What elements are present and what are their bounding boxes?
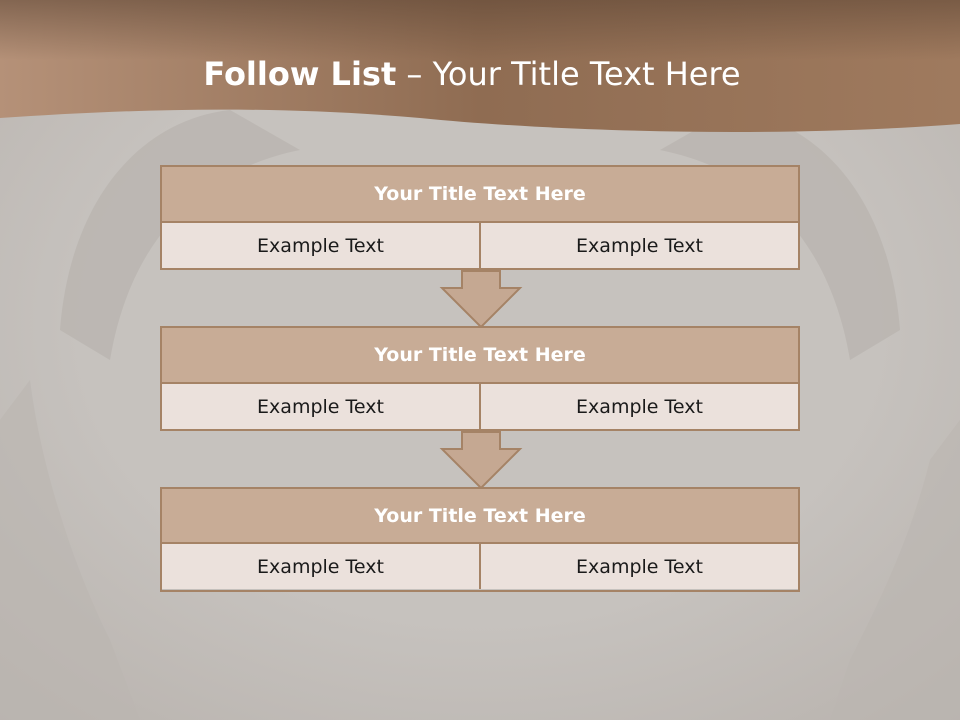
down-arrow-icon bbox=[439, 431, 523, 490]
title-bold: Follow List bbox=[203, 55, 397, 93]
block-title: Your Title Text Here bbox=[162, 167, 798, 223]
block-cell-left: Example Text bbox=[162, 544, 479, 589]
block-cell-left: Example Text bbox=[162, 223, 479, 268]
block-title: Your Title Text Here bbox=[162, 489, 798, 544]
down-arrow-icon bbox=[439, 270, 523, 329]
list-block-2: Your Title Text Here Example Text Exampl… bbox=[160, 326, 800, 431]
title-rest: – Your Title Text Here bbox=[396, 55, 741, 93]
block-row: Example Text Example Text bbox=[162, 384, 798, 429]
block-row: Example Text Example Text bbox=[162, 544, 798, 589]
block-cell-right: Example Text bbox=[479, 223, 798, 268]
block-title: Your Title Text Here bbox=[162, 328, 798, 384]
block-cell-right: Example Text bbox=[479, 544, 798, 589]
block-cell-right: Example Text bbox=[479, 384, 798, 429]
block-row: Example Text Example Text bbox=[162, 223, 798, 268]
list-block-1: Your Title Text Here Example Text Exampl… bbox=[160, 165, 800, 270]
block-cell-left: Example Text bbox=[162, 384, 479, 429]
list-block-3: Your Title Text Here Example Text Exampl… bbox=[160, 487, 800, 592]
slide-title: Follow List – Your Title Text Here bbox=[0, 52, 944, 96]
